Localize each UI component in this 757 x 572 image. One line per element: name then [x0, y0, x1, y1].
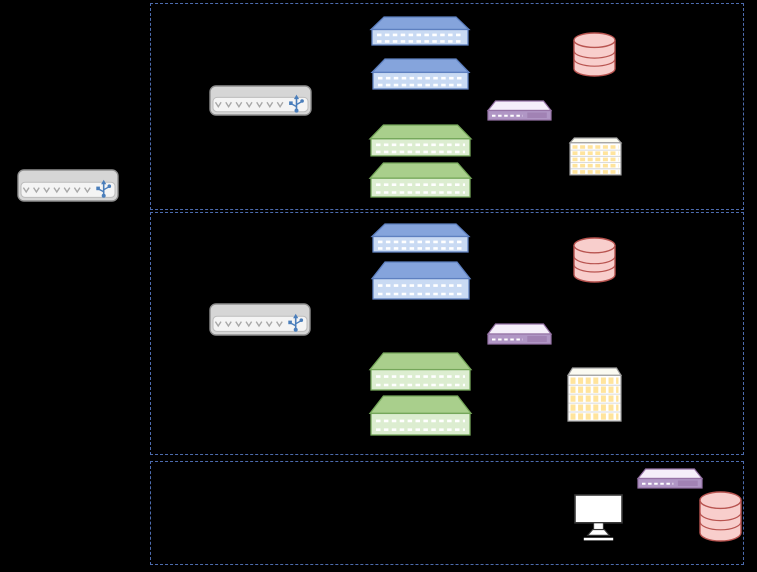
switch-green-1b	[368, 162, 473, 198]
rack-server-2	[486, 323, 553, 345]
switch-blue-1b	[370, 58, 471, 90]
server-stack-1	[568, 137, 623, 176]
switch-blue-2a	[370, 223, 471, 253]
switch-green-2a	[368, 352, 473, 391]
rack-server-3	[636, 468, 704, 489]
database-1	[573, 32, 616, 77]
switch-blue-1a	[369, 16, 471, 46]
workstation-3	[574, 494, 623, 541]
switch-green-2b	[368, 395, 473, 436]
router-2	[209, 303, 311, 336]
database-2	[573, 237, 616, 283]
database-3	[699, 491, 742, 542]
switch-green-1a	[368, 124, 473, 157]
edge-router	[17, 169, 119, 202]
server-stack-2	[566, 367, 623, 422]
rack-server-1	[486, 100, 553, 121]
router-1	[209, 85, 312, 116]
zone-middle	[150, 212, 744, 455]
zone-bottom	[150, 461, 744, 565]
zone-top	[150, 3, 744, 210]
switch-blue-2b	[370, 261, 472, 300]
